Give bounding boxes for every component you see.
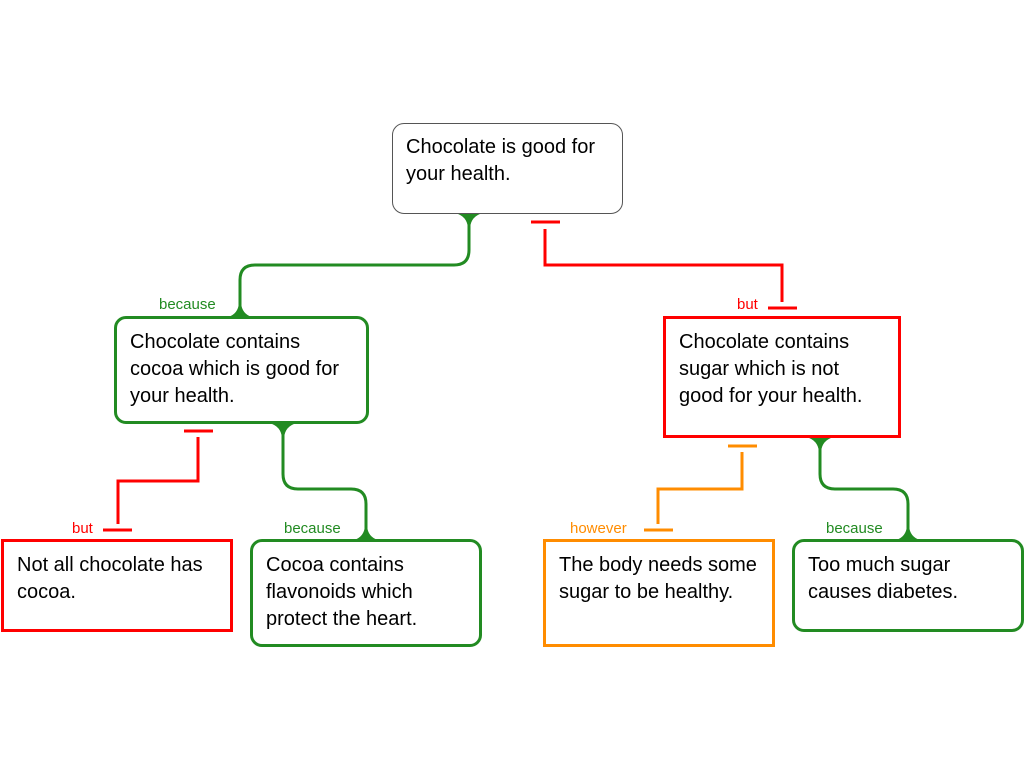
oppose-link-cocoa-notall: [103, 429, 213, 532]
flare-root: [455, 213, 483, 228]
flare-sugar-bottom: [806, 437, 834, 452]
link-label-because: because: [826, 520, 883, 537]
support-link-root-cocoa: [238, 214, 471, 317]
node-flavonoids[interactable]: Cocoa contains flavonoids which protect …: [250, 539, 482, 647]
flare-cocoa-bottom: [269, 423, 297, 438]
oppose-link-root-sugar: [531, 220, 797, 310]
link-label-because: because: [284, 520, 341, 537]
node-body-needs-sugar[interactable]: The body needs some sugar to be healthy.: [543, 539, 775, 647]
node-root[interactable]: Chocolate is good for your health.: [392, 123, 623, 214]
node-diabetes[interactable]: Too much sugar causes diabetes.: [792, 539, 1024, 632]
link-label-because: because: [159, 296, 216, 313]
node-not-all-cocoa[interactable]: Not all chocolate has cocoa.: [1, 539, 233, 632]
link-label-but: but: [737, 296, 758, 313]
link-label-but: but: [72, 520, 93, 537]
flare-cocoa-top: [228, 303, 252, 317]
node-sugar-bad[interactable]: Chocolate contains sugar which is not go…: [663, 316, 901, 438]
node-cocoa-good[interactable]: Chocolate contains cocoa which is good f…: [114, 316, 369, 424]
link-label-however: however: [570, 520, 627, 537]
flare-diabetes: [896, 526, 920, 540]
flare-flavonoids: [354, 526, 378, 540]
support-link-sugar-diabetes: [818, 437, 910, 540]
support-link-cocoa-flavonoids: [281, 423, 368, 540]
rebut-link-sugar-body: [644, 444, 757, 532]
